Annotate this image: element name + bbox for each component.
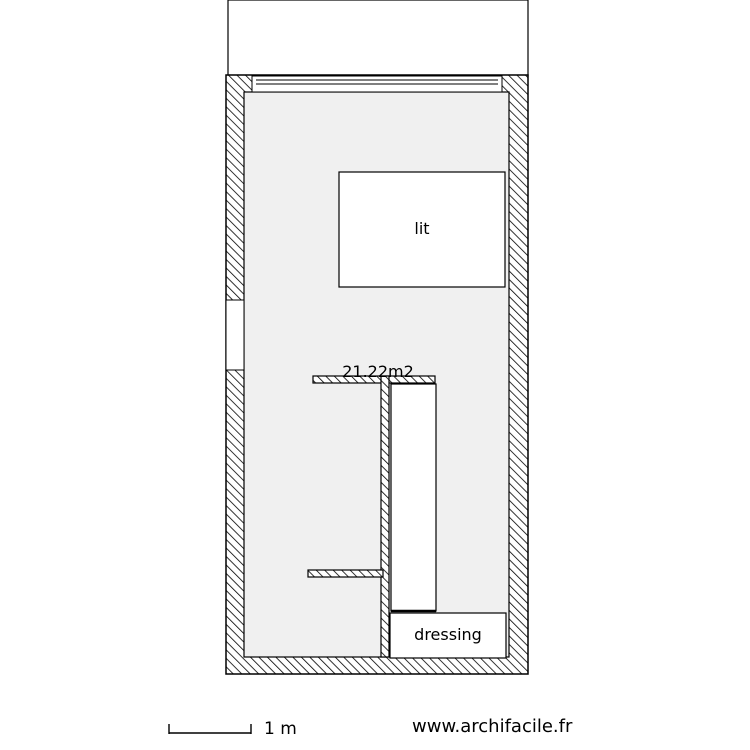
area-label: 21.22m2	[342, 362, 414, 381]
site-url: www.archifacile.fr	[412, 716, 573, 737]
partition-bottom	[307, 569, 384, 578]
left-wall-opening	[225, 299, 245, 371]
window	[251, 75, 503, 93]
bed-label: lit	[414, 219, 429, 238]
partition-top	[312, 375, 436, 384]
bed	[338, 171, 506, 288]
scale-label: 1 m	[264, 719, 297, 739]
wardrobe	[390, 383, 437, 612]
scale-bar	[168, 724, 252, 734]
dressing-label: dressing	[414, 625, 482, 644]
dressing	[389, 612, 507, 659]
partition-vertical	[380, 375, 390, 658]
exterior-area	[227, 0, 529, 77]
